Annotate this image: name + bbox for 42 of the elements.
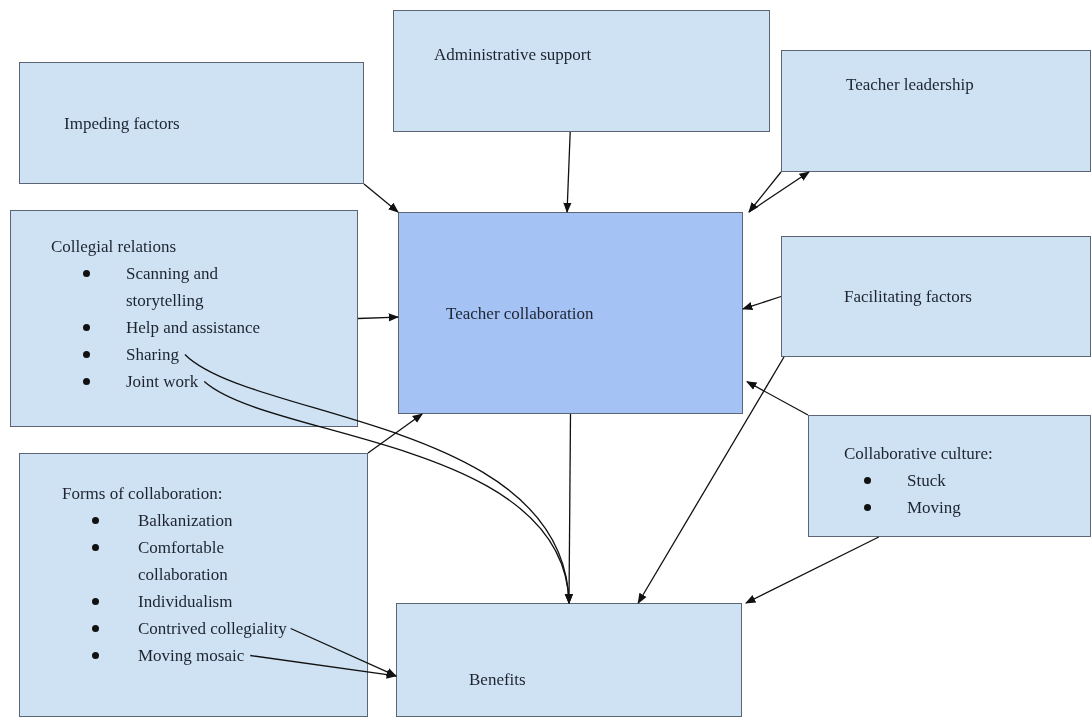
bullet-item: Moving mosaic [90,642,245,669]
bullet-item: Scanning and storytelling [81,260,278,314]
bullet-item: Joint work [81,368,199,395]
concept-box [781,236,1091,357]
arrow [742,295,782,310]
bullet-item: Moving [862,494,961,521]
box-title: Administrative support [434,44,592,66]
box-title: Benefits [469,669,526,691]
concept-box [19,62,364,184]
bullet-item: Comfortable collaboration [90,534,305,588]
arrow [748,171,782,213]
concept-box [396,603,742,717]
box-title: Teacher collaboration [446,302,594,325]
bullet-item: Sharing [81,341,179,368]
bullet-item: Individualism [90,588,233,615]
bullet-item: Contrived collegiality [90,615,287,642]
arrow [290,627,397,677]
arrow [564,413,574,605]
bullet-item: Stuck [862,467,946,494]
arrow [357,313,400,322]
bullet-item: Help and assistance [81,314,261,341]
concept-box [808,415,1091,537]
concept-box [393,10,770,132]
box-title: Forms of collaboration: [62,483,223,505]
arrow [249,654,398,679]
arrow [746,381,809,416]
bullet-item: Balkanization [90,507,233,534]
arrow [745,536,880,604]
arrow [637,356,785,604]
concept-box [19,453,368,717]
arrow [363,183,399,213]
box-title: Teacher leadership [846,74,974,96]
central-box [398,212,743,414]
box-title: Collegial relations [51,236,177,258]
box-title: Collaborative culture: [844,443,993,465]
box-title: Facilitating factors [844,286,972,308]
arrow [367,413,423,454]
arrow [748,171,810,213]
concept-box [781,50,1091,172]
concept-box [10,210,358,427]
arrow [563,131,572,214]
box-title: Impeding factors [64,112,180,135]
